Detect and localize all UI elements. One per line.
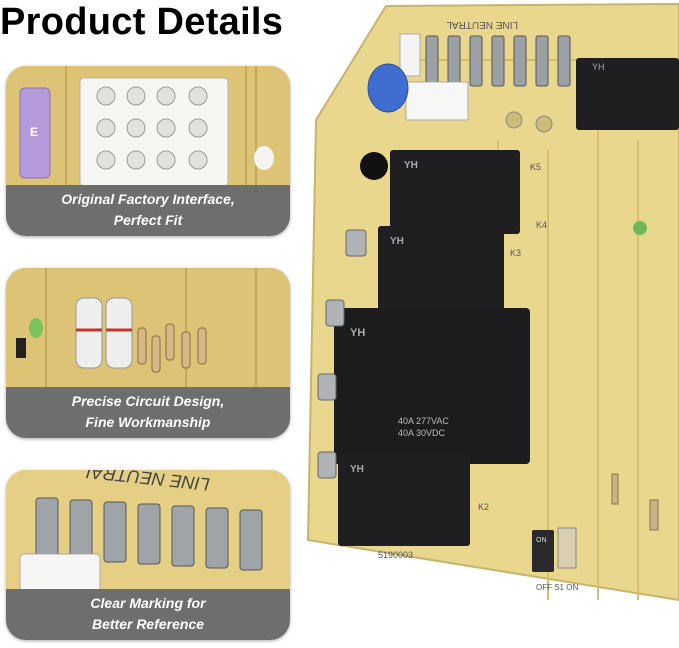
label-k3: K3 [510,248,521,258]
label-k5: K5 [530,162,541,172]
label-k4: K4 [536,220,547,230]
relay-k5-brand: YH [404,160,418,171]
fuse-label: E [30,125,38,139]
relay-top-brand: YH [592,62,605,72]
dip-off-label: OFF S1 ON [536,583,578,592]
part-number: 5190003 [378,550,413,560]
relay-main-rating-1: 40A 277VAC [398,416,449,426]
caption-line-2: Fine Workmanship [85,414,211,430]
caption-line-2: Better Reference [91,616,205,632]
panel-caption-interface: Original Factory Interface, Perfect Fit [6,185,290,236]
feature-panel-circuit: Precise Circuit Design, Fine Workmanship [6,268,290,438]
dip-on-label: ON [536,537,547,544]
page-title: Product Details [0,1,284,43]
feature-panel-marking: LINE NEUTRAL Clear Marking for Better Re… [6,470,290,640]
relay-main-rating-2: 40A 30VDC [398,428,446,438]
feature-panel-interface: E Original Factory Interface, Perfect Fi… [6,66,290,236]
caption-line-1: Clear Marking for [90,595,206,611]
board-line-neutral-label: LINE NEUTRAL [446,19,518,30]
main-board-image: LINE NEUTRAL YH YH K5 YH K4 K3 YH [298,0,679,643]
caption-line-1: Precise Circuit Design, [71,393,225,409]
relay-k2-brand: YH [350,464,364,475]
relay-k3-brand: YH [390,236,404,247]
panel-caption-marking: Clear Marking for Better Reference [6,589,290,640]
panel-caption-circuit: Precise Circuit Design, Fine Workmanship [6,387,290,438]
relay-main-brand: YH [350,327,365,339]
caption-line-2: Perfect Fit [113,212,183,228]
label-k2: K2 [478,502,489,512]
caption-line-1: Original Factory Interface, [61,191,235,207]
